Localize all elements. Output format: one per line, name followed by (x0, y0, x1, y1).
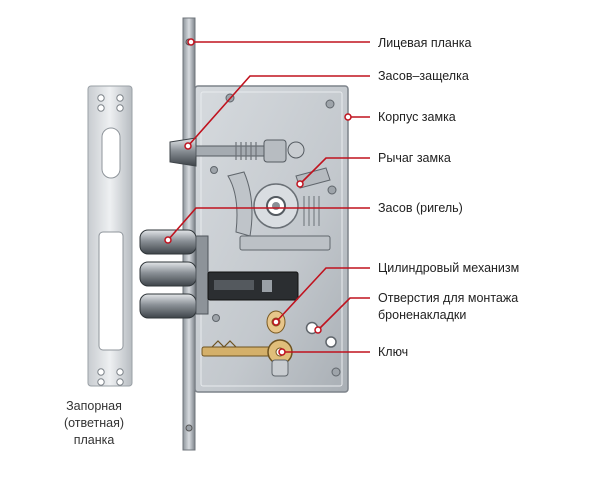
label-cylinder-mechanism: Цилиндровый механизм (378, 261, 520, 275)
callout-line-cylinder (275, 267, 370, 323)
callout-line-deadbolt (167, 207, 370, 241)
callout-line-lock-lever (299, 157, 370, 185)
callout-line-latch-bolt (187, 75, 370, 147)
strike-plate-caption-line2: (ответная) (63, 416, 125, 430)
deadbolts-part (139, 229, 209, 319)
callout-dots (164, 38, 352, 356)
callout-line-mounting-holes (317, 297, 370, 331)
label-deadbolt: Засов (ригель) (378, 201, 463, 215)
label-mounting-holes-line2: броненакладки (378, 308, 467, 322)
label-lock-lever: Рычаг замка (378, 151, 451, 165)
latch-bolt-part (169, 137, 305, 167)
label-key: Ключ (378, 345, 409, 359)
lever-part (227, 167, 331, 251)
label-mounting-holes-line1: Отверстия для монтажа (378, 291, 519, 305)
label-latch-bolt: Засов–защелка (378, 69, 469, 83)
strike-plate-caption: Запорная (ответная) планка (48, 398, 140, 449)
bolt-carrier (207, 271, 299, 301)
label-face-plate: Лицевая планка (378, 36, 472, 50)
strike-plate-caption-line1: Запорная (66, 399, 122, 413)
strike-plate-screw-holes (97, 94, 124, 386)
callout-lines (167, 41, 370, 353)
label-lock-body: Корпус замка (378, 110, 456, 124)
strike-plate (87, 85, 133, 387)
strike-plate-caption-line3: планка (73, 433, 115, 447)
